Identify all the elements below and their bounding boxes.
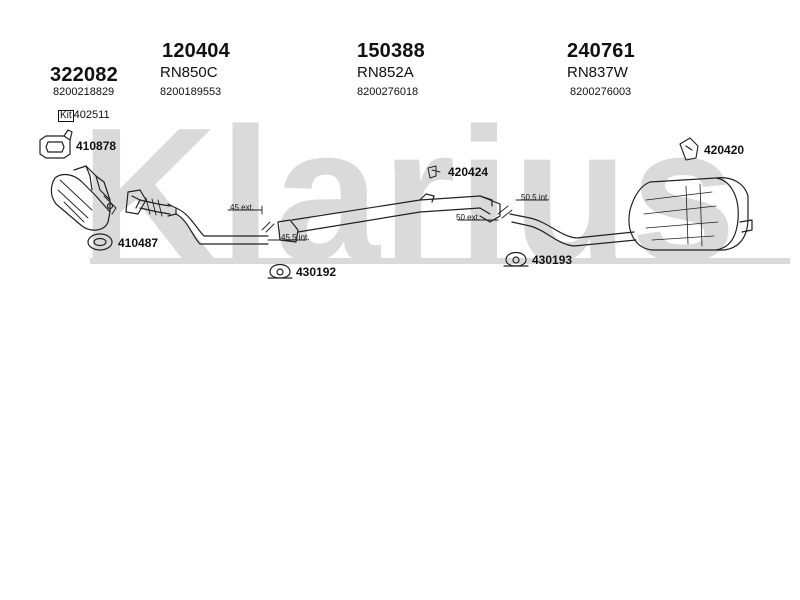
hanger-icon [503,251,529,267]
header-oe-4: 8200276003 [570,86,632,98]
hanger-icon [267,263,293,279]
part-label-420420: 420420 [704,143,745,157]
watermark-text: Klarius [80,100,738,300]
part-label-430193: 430193 [532,253,573,267]
rear-pipe-icon [509,213,637,247]
header-oe-1: 8200218829 [53,86,115,98]
rubber-mount-icon [679,137,699,161]
rear-silencer-icon [628,177,753,251]
dim-label-50-ext: 50 ext. [456,213,481,222]
header-ref-4: RN837W [567,64,628,81]
joint-marker-2 [457,199,549,221]
gasket-icon [39,129,73,159]
catalytic-converter-icon [50,165,117,231]
bracket-icon [427,165,441,179]
part-label-410487: 410487 [118,236,159,250]
centre-pipe-icon [277,193,501,243]
dim-label-45-5-int: 45.5 int. [281,233,310,242]
header-ref-2: RN850C [160,64,218,81]
part-label-420424: 420424 [448,165,489,179]
kit-tag: Kit [58,110,74,122]
ring-gasket-icon [87,233,113,251]
part-label-430192: 430192 [296,265,337,279]
header-code-2: 120404 [162,40,230,62]
front-pipe-icon [125,189,269,245]
header-code-1: 322082 [50,64,118,86]
dim-label-50-5-int: 50.5 int. [521,193,550,202]
header-oe-2: 8200189553 [160,86,222,98]
watermark-underline [90,258,790,264]
dim-label-45-ext: 45 ext. [230,203,255,212]
joint-marker-1 [227,205,307,241]
header-code-3: 150388 [357,40,425,62]
kit-number: 402511 [73,109,110,121]
header-ref-3: RN852A [357,64,414,81]
klarius-watermark: Klarius [80,100,790,300]
header-oe-3: 8200276018 [357,86,419,98]
part-label-410878: 410878 [76,139,117,153]
header-code-4: 240761 [567,40,635,62]
